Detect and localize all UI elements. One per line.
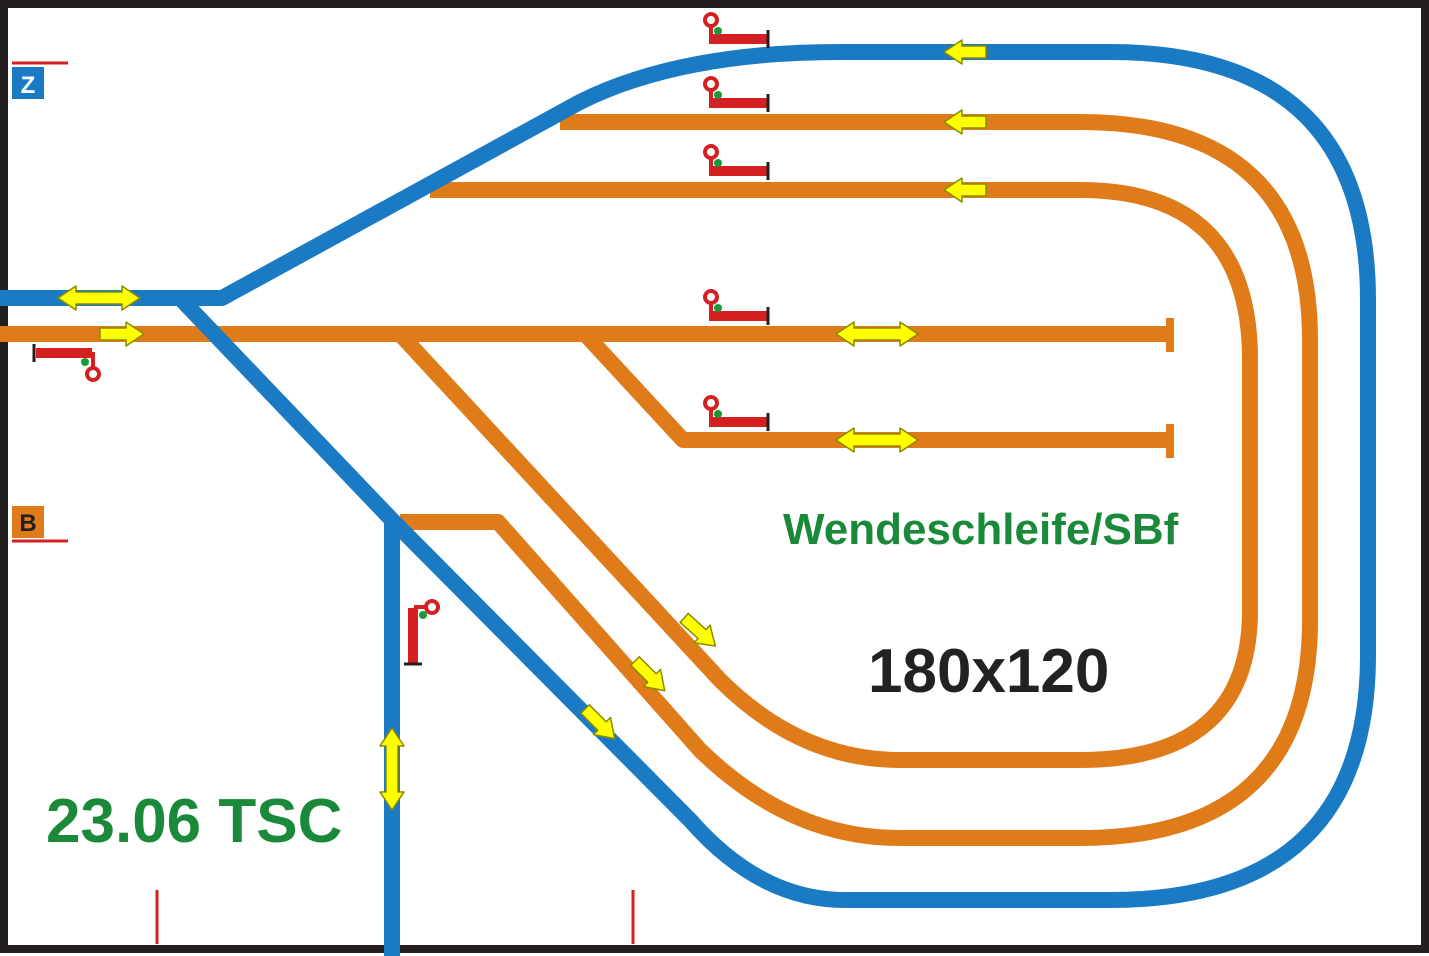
arrow-right-icon xyxy=(99,321,145,347)
signal-icon xyxy=(703,144,770,180)
signals xyxy=(32,12,770,666)
signal-icon xyxy=(703,395,770,431)
blue-entry-line xyxy=(0,44,1376,908)
signal-icon xyxy=(703,76,770,112)
dimensions-label: 180x120 xyxy=(868,637,1109,706)
connector-b: B xyxy=(12,506,68,543)
layout-name-label: Wendeschleife/SBf xyxy=(783,505,1179,554)
orange-loop-track-2 xyxy=(394,182,1258,768)
orange-loop-track-1 xyxy=(400,114,1318,846)
double-arrow-icon xyxy=(835,427,919,453)
direction-arrows xyxy=(57,39,987,811)
signal-icon xyxy=(703,289,770,325)
orange-siding-lower xyxy=(579,328,1170,448)
double-arrow-icon xyxy=(379,727,405,811)
arrow-left-icon xyxy=(943,39,987,65)
connector-z-box xyxy=(12,67,44,99)
signal-icon xyxy=(404,599,440,666)
connector-b-box xyxy=(12,506,44,538)
connector-z-label: Z xyxy=(21,72,36,99)
connector-b-label: B xyxy=(19,510,36,537)
arrow-left-icon xyxy=(943,109,987,135)
arrow-diagonal-icon xyxy=(580,704,616,740)
connector-z: Z xyxy=(12,61,68,99)
signal-icon xyxy=(703,12,770,48)
double-arrow-icon xyxy=(835,321,919,347)
signal-icon xyxy=(32,344,101,382)
arrow-diagonal-icon xyxy=(679,612,717,647)
arrow-left-icon xyxy=(943,177,987,203)
plan-id-label: 23.06 TSC xyxy=(46,787,342,856)
double-arrow-icon xyxy=(57,285,141,311)
bottom-markers xyxy=(155,890,635,944)
arrow-diagonal-icon xyxy=(630,656,666,692)
orange-tracks xyxy=(0,114,1318,846)
